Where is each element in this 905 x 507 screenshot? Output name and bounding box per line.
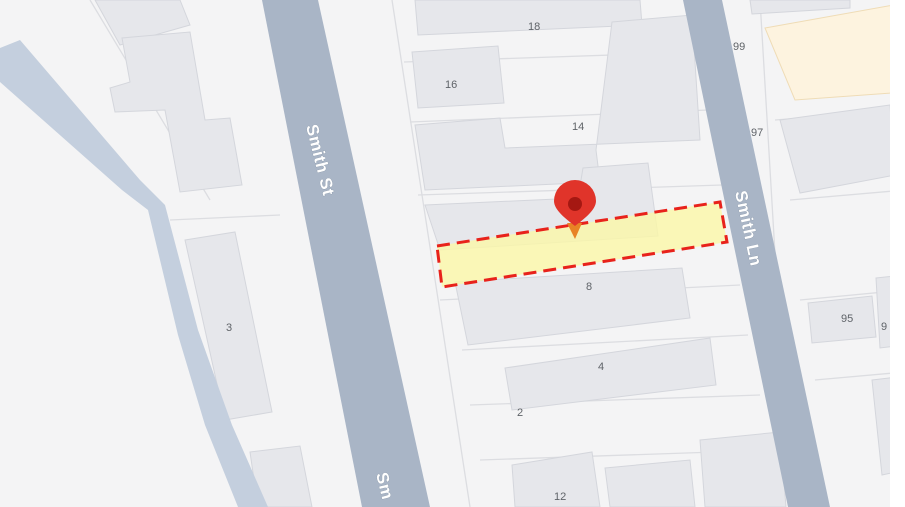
smith-ln-road[interactable] [683,0,830,507]
map-edge [890,0,905,507]
minor-road-left [0,40,268,507]
smith-st-road[interactable] [262,0,430,507]
lot-labels: 18 16 14 8 4 2 12 3 99 97 95 9 [226,21,887,503]
lot-label-4: 4 [598,361,604,373]
lot-label-99: 99 [733,41,745,53]
lot-label-9x: 9 [881,321,887,333]
selected-parcel-highlight[interactable] [435,200,729,289]
lot-label-3: 3 [226,322,232,334]
lot-label-12: 12 [554,491,566,503]
commercial-area [764,2,905,101]
lot-label-97: 97 [751,127,763,139]
lot-label-8: 8 [586,281,592,293]
map-pin-icon[interactable] [554,180,596,239]
lot-label-2: 2 [517,407,523,419]
lot-label-95: 95 [841,313,853,325]
lot-label-14: 14 [572,121,584,133]
lot-label-18: 18 [528,21,540,33]
lot-label-16: 16 [445,79,457,91]
